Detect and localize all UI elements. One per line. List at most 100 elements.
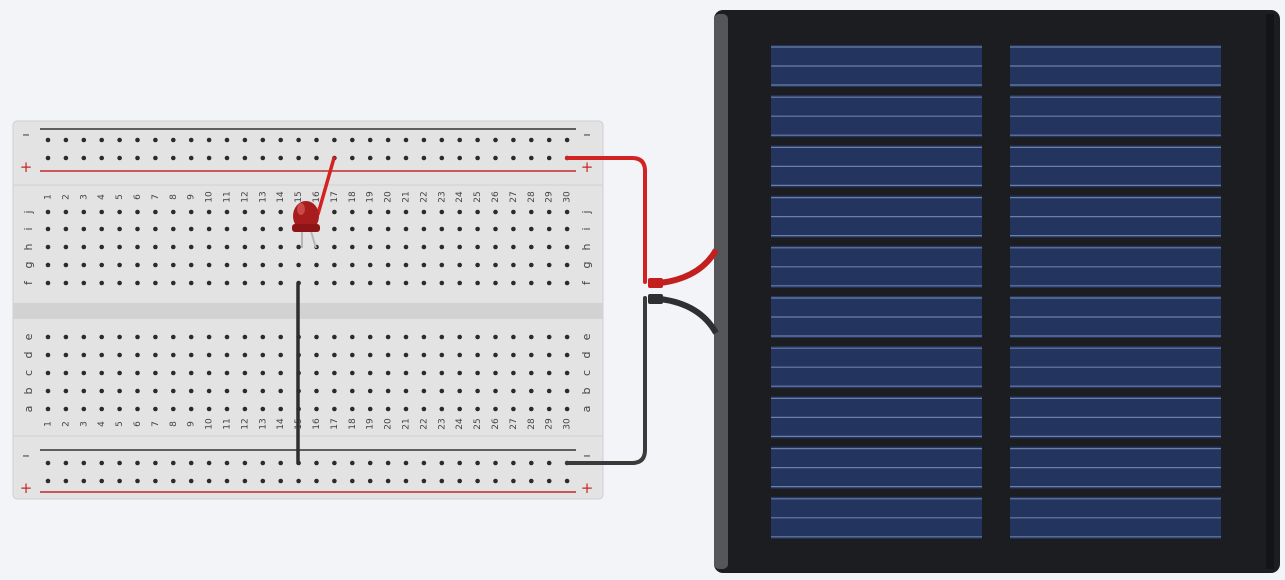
hole-g28[interactable] (529, 262, 534, 268)
hole-b8[interactable] (171, 388, 176, 394)
rail-hole-top-minus[interactable] (457, 137, 463, 143)
rail-hole-bottom-minus[interactable] (529, 460, 534, 466)
hole-b25[interactable] (475, 388, 480, 394)
hole-h22[interactable] (421, 244, 427, 250)
rail-hole-top-plus[interactable] (385, 155, 391, 161)
rail-hole-top-minus[interactable] (117, 137, 122, 143)
hole-g21[interactable] (403, 262, 409, 268)
rail-hole-bottom-plus[interactable] (153, 478, 158, 484)
rail-hole-bottom-plus[interactable] (45, 478, 51, 484)
hole-a13[interactable] (260, 406, 266, 412)
hole-e5[interactable] (117, 334, 122, 340)
hole-i19[interactable] (367, 226, 373, 232)
hole-e21[interactable] (403, 334, 409, 340)
hole-b12[interactable] (242, 388, 248, 394)
led-anode-wire[interactable] (316, 156, 336, 216)
rail-hole-bottom-plus[interactable] (242, 478, 248, 484)
hole-a12[interactable] (242, 406, 248, 412)
hole-a18[interactable] (350, 406, 355, 412)
rail-hole-top-plus[interactable] (511, 155, 516, 161)
hole-f24[interactable] (457, 280, 463, 286)
rail-hole-bottom-plus[interactable] (260, 478, 266, 484)
hole-h2[interactable] (63, 244, 69, 250)
hole-e25[interactable] (475, 334, 480, 340)
hole-c24[interactable] (457, 370, 463, 376)
rail-hole-bottom-plus[interactable] (421, 478, 427, 484)
hole-j30[interactable] (564, 209, 570, 215)
hole-h26[interactable] (493, 244, 498, 250)
hole-h13[interactable] (260, 244, 266, 250)
hole-h12[interactable] (242, 244, 248, 250)
hole-d11[interactable] (224, 352, 230, 358)
hole-f11[interactable] (224, 280, 230, 286)
rail-hole-bottom-minus[interactable] (493, 460, 498, 466)
hole-c22[interactable] (421, 370, 427, 376)
rail-hole-bottom-minus[interactable] (367, 460, 373, 466)
hole-a7[interactable] (153, 406, 158, 412)
hole-g12[interactable] (242, 262, 248, 268)
hole-d18[interactable] (350, 352, 355, 358)
rail-hole-top-plus[interactable] (242, 155, 248, 161)
hole-g27[interactable] (511, 262, 516, 268)
hole-g14[interactable] (278, 262, 284, 268)
rail-hole-top-plus[interactable] (45, 155, 51, 161)
hole-j3[interactable] (81, 209, 87, 215)
hole-f18[interactable] (350, 280, 355, 286)
hole-b18[interactable] (350, 388, 355, 394)
rail-hole-bottom-minus[interactable] (475, 460, 480, 466)
hole-a21[interactable] (403, 406, 409, 412)
rail-hole-top-minus[interactable] (314, 137, 319, 143)
rail-hole-bottom-minus[interactable] (439, 460, 445, 466)
hole-f20[interactable] (385, 280, 391, 286)
hole-d13[interactable] (260, 352, 266, 358)
hole-h10[interactable] (206, 244, 212, 250)
rail-hole-bottom-minus[interactable] (278, 460, 284, 466)
hole-b14[interactable] (278, 388, 284, 394)
hole-c29[interactable] (546, 370, 552, 376)
rail-hole-top-plus[interactable] (99, 155, 104, 161)
hole-j7[interactable] (153, 209, 158, 215)
hole-j24[interactable] (457, 209, 463, 215)
hole-a11[interactable] (224, 406, 230, 412)
rail-hole-bottom-plus[interactable] (564, 478, 570, 484)
hole-i29[interactable] (546, 226, 552, 232)
hole-a20[interactable] (385, 406, 391, 412)
hole-g29[interactable] (546, 262, 552, 268)
hole-d7[interactable] (153, 352, 158, 358)
rail-hole-top-plus[interactable] (117, 155, 122, 161)
rail-hole-top-minus[interactable] (99, 137, 104, 143)
rail-hole-bottom-plus[interactable] (457, 478, 463, 484)
rail-hole-top-minus[interactable] (260, 137, 266, 143)
hole-c5[interactable] (117, 370, 122, 376)
hole-a14[interactable] (278, 406, 284, 412)
rail-hole-bottom-minus[interactable] (206, 460, 212, 466)
hole-f9[interactable] (188, 280, 194, 286)
hole-b9[interactable] (188, 388, 194, 394)
hole-f6[interactable] (135, 280, 140, 286)
rail-hole-bottom-minus[interactable] (511, 460, 516, 466)
hole-j4[interactable] (99, 209, 104, 215)
hole-i3[interactable] (81, 226, 87, 232)
hole-h8[interactable] (171, 244, 176, 250)
rail-hole-bottom-minus[interactable] (171, 460, 176, 466)
black-connector[interactable] (648, 294, 663, 304)
hole-e3[interactable] (81, 334, 87, 340)
hole-j20[interactable] (385, 209, 391, 215)
hole-a28[interactable] (529, 406, 534, 412)
hole-e2[interactable] (63, 334, 69, 340)
hole-e28[interactable] (529, 334, 534, 340)
hole-c2[interactable] (63, 370, 69, 376)
hole-j19[interactable] (367, 209, 373, 215)
hole-h11[interactable] (224, 244, 230, 250)
hole-f3[interactable] (81, 280, 87, 286)
hole-g13[interactable] (260, 262, 266, 268)
hole-g30[interactable] (564, 262, 570, 268)
rail-hole-bottom-minus[interactable] (224, 460, 230, 466)
hole-e19[interactable] (367, 334, 373, 340)
hole-d25[interactable] (475, 352, 480, 358)
hole-f17[interactable] (332, 280, 337, 286)
hole-i11[interactable] (224, 226, 230, 232)
hole-g1[interactable] (45, 262, 51, 268)
rail-hole-bottom-minus[interactable] (421, 460, 427, 466)
